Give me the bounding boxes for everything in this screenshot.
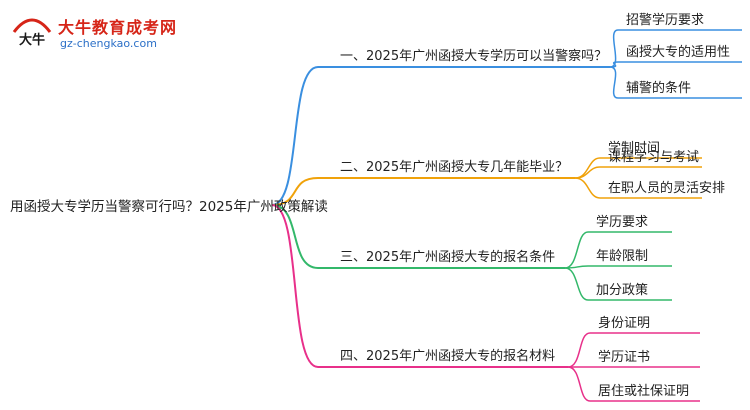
leaf-connector bbox=[574, 177, 601, 199]
leaf-connector bbox=[609, 66, 619, 99]
logo-title: 大牛教育成考网 bbox=[58, 18, 178, 37]
logo-mark-icon: 大牛 bbox=[12, 18, 52, 48]
branch-connector bbox=[271, 204, 319, 269]
leaf-connector bbox=[609, 61, 619, 68]
leaf-label: 招警学历要求 bbox=[626, 12, 704, 28]
leaf-connector bbox=[567, 332, 591, 368]
leaf-label: 加分政策 bbox=[596, 282, 648, 298]
leaf-label: 学制时间 bbox=[608, 140, 660, 156]
leaf-label: 在职人员的灵活安排 bbox=[608, 180, 725, 196]
leaf-label: 学历要求 bbox=[596, 214, 648, 230]
branch-label: 三、2025年广州函授大专的报名条件 bbox=[340, 249, 555, 265]
leaf-label: 学历证书 bbox=[598, 349, 650, 365]
branch-label: 四、2025年广州函授大专的报名材料 bbox=[340, 348, 555, 364]
leaf-connector bbox=[564, 267, 589, 301]
leaf-label: 课程学习与考试 bbox=[608, 149, 699, 165]
mindmap-root: 用函授大专学历当警察可行吗？2025年广州政策解读 bbox=[10, 198, 328, 215]
site-logo[interactable]: 大牛 大牛教育成考网 gz-chengkao.com bbox=[8, 10, 176, 54]
branch-connector bbox=[271, 177, 319, 206]
leaf-label: 身份证明 bbox=[598, 315, 650, 331]
branch-connector bbox=[271, 204, 319, 368]
leaf-label: 辅警的条件 bbox=[626, 80, 691, 96]
leaf-connector bbox=[567, 366, 591, 402]
leaf-label: 居住或社保证明 bbox=[598, 383, 689, 399]
leaf-label: 函授大专的适用性 bbox=[626, 44, 730, 60]
branch-label: 二、2025年广州函授大专几年能毕业？ bbox=[340, 160, 568, 175]
logo-mark-text: 大牛 bbox=[19, 32, 45, 48]
mindmap-edges bbox=[271, 29, 742, 402]
mindmap-nodes: 一、2025年广州函授大专学历可以当警察吗？ 招警学历要求函授大专的适用性辅警的条… bbox=[340, 12, 730, 399]
leaf-connector bbox=[609, 29, 619, 68]
leaf-connector bbox=[564, 231, 589, 269]
branch-connector bbox=[271, 66, 319, 206]
branch-label: 一、2025年广州函授大专学历可以当警察吗？ bbox=[340, 48, 607, 64]
leaf-label: 年龄限制 bbox=[596, 249, 648, 264]
logo-url: gz-chengkao.com bbox=[60, 37, 157, 50]
